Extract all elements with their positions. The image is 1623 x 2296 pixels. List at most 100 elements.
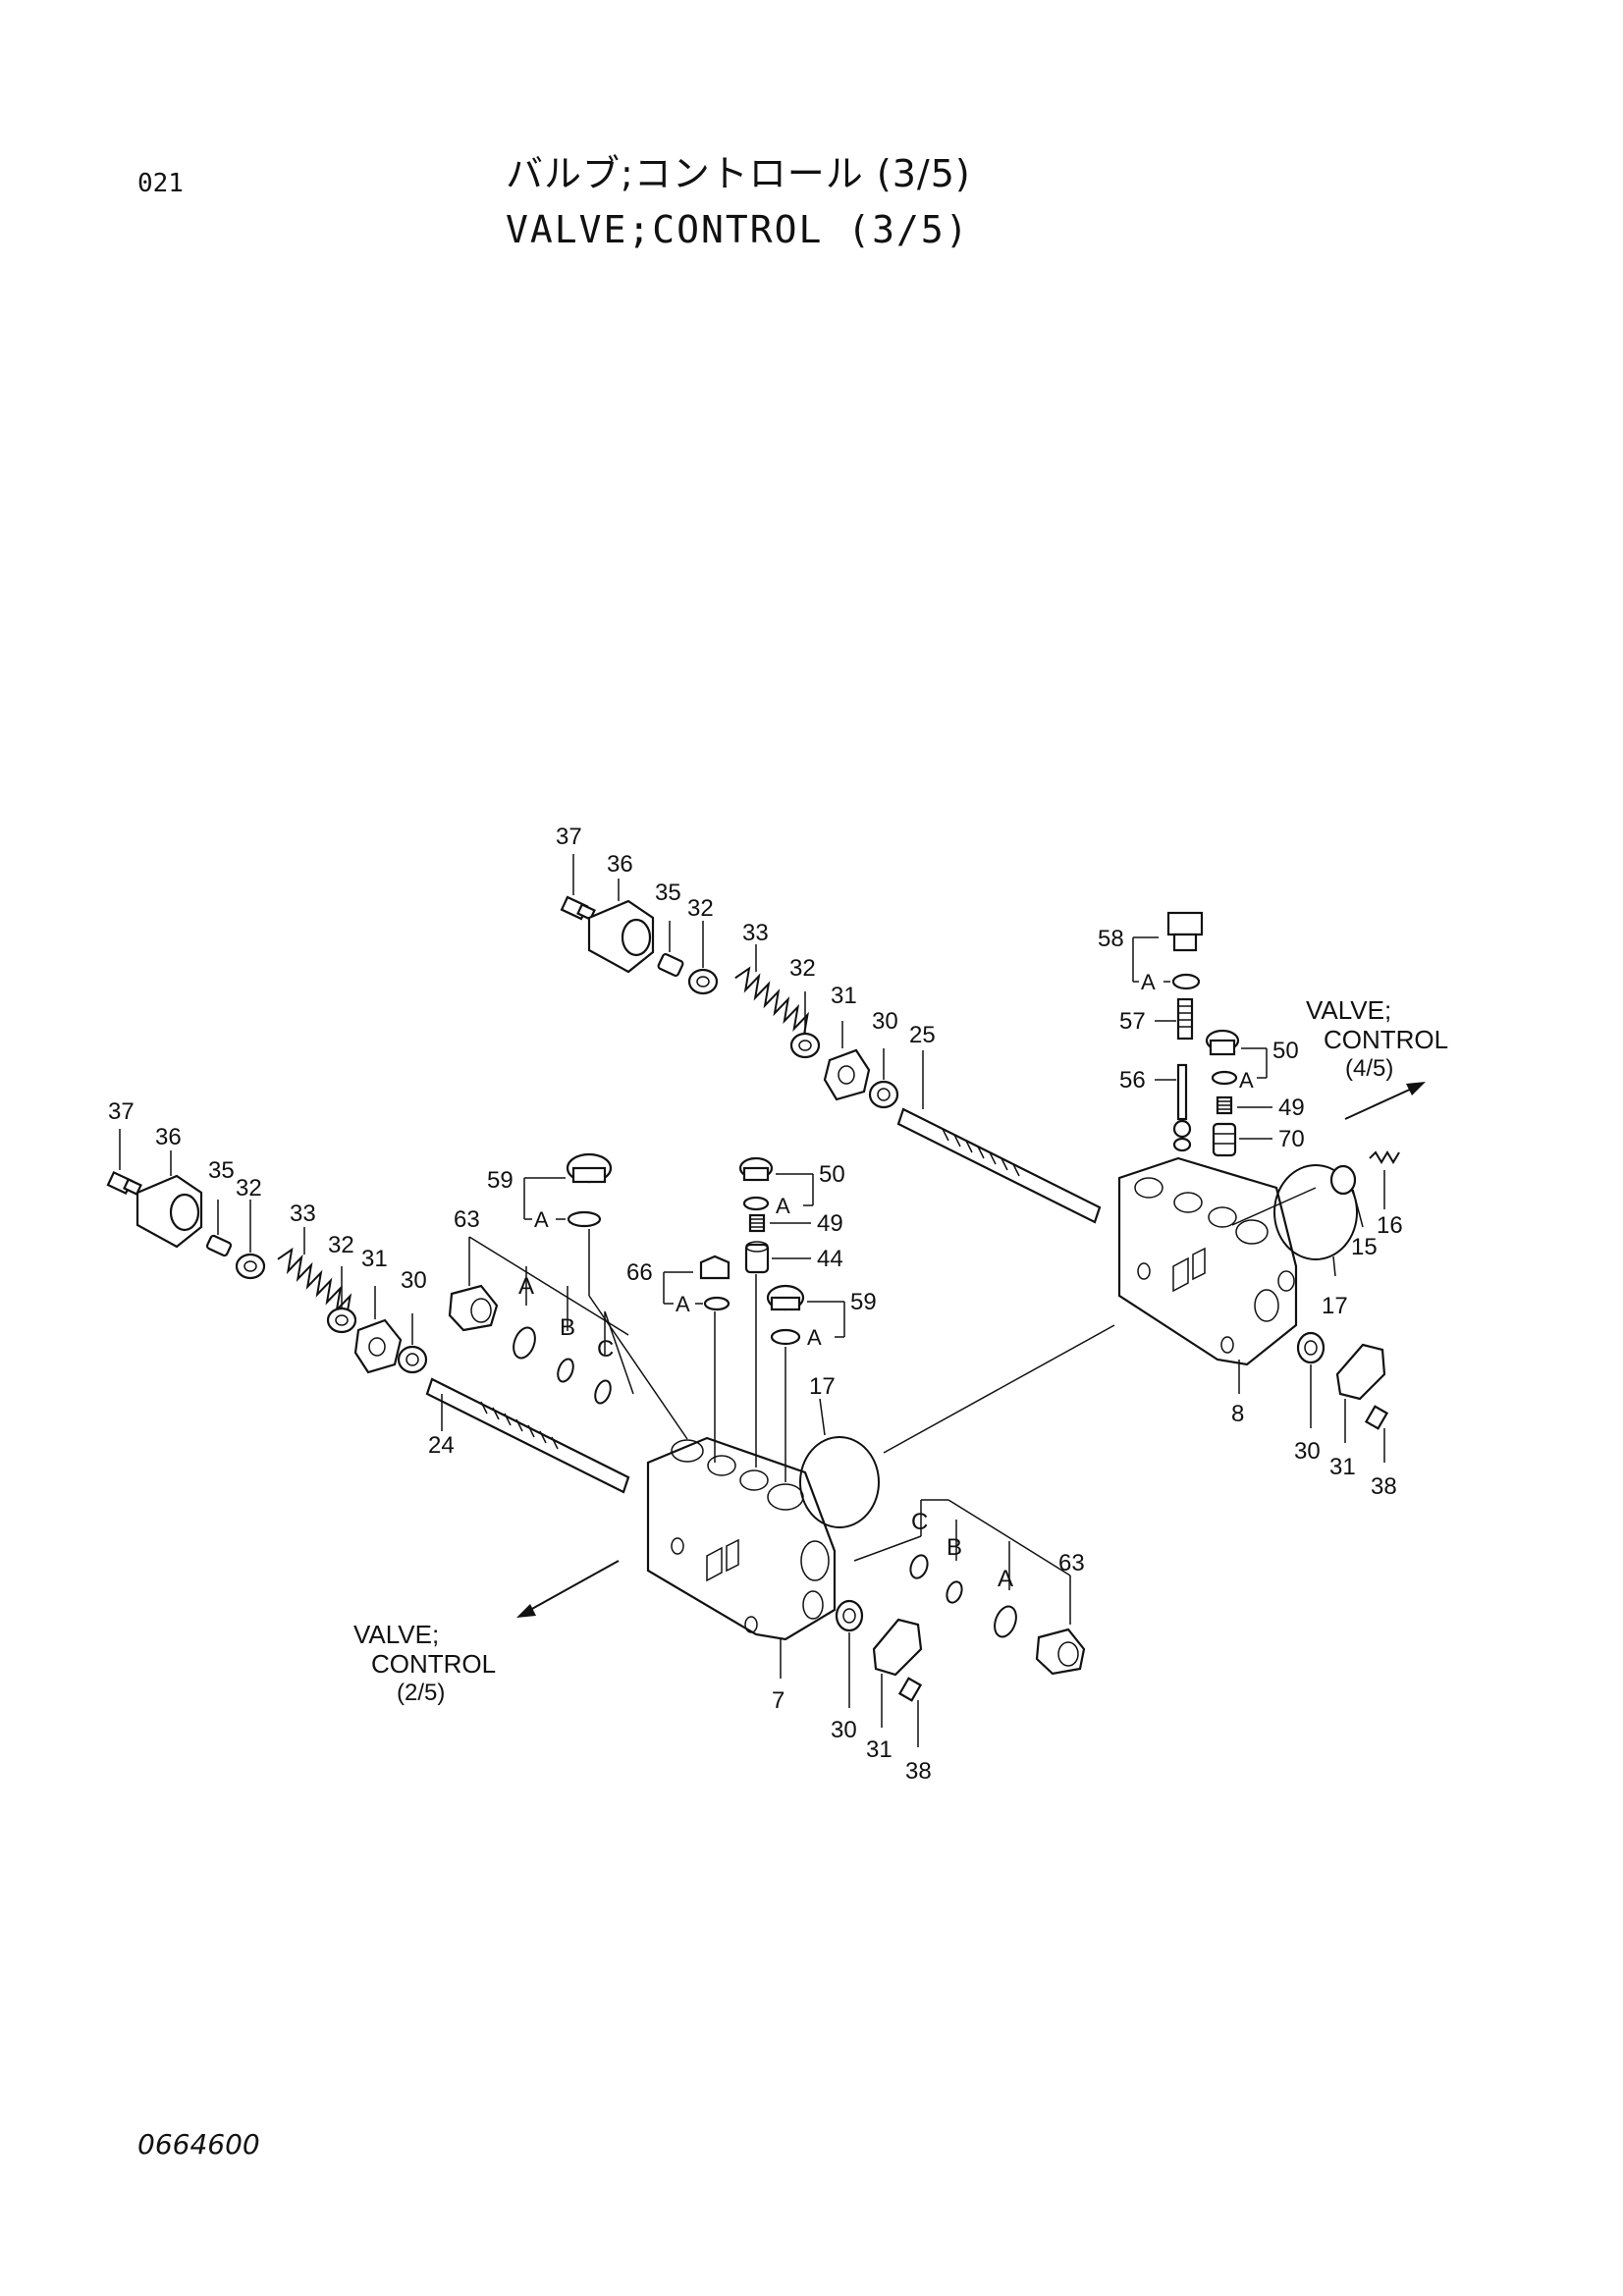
callout-25: 25 bbox=[909, 1022, 936, 1048]
lower-spool-assembly bbox=[106, 1129, 630, 1494]
callout-32-upper-a: 32 bbox=[687, 895, 714, 922]
poppet-56 bbox=[1155, 1063, 1192, 1152]
seal-label-a-50-left: A bbox=[776, 1194, 790, 1218]
seal-label-a-63-right: A bbox=[998, 1566, 1013, 1592]
plug-63-right bbox=[1035, 1575, 1086, 1676]
plug-63-left bbox=[448, 1236, 629, 1336]
plug-15 bbox=[1329, 1164, 1364, 1228]
callout-50-left: 50 bbox=[819, 1161, 845, 1188]
callout-56: 56 bbox=[1119, 1067, 1146, 1094]
callout-8: 8 bbox=[1231, 1401, 1244, 1427]
callout-33-upper: 33 bbox=[742, 920, 769, 946]
leader-63-right bbox=[947, 1499, 1071, 1576]
callout-35-lower: 35 bbox=[208, 1157, 235, 1184]
callout-33-lower: 33 bbox=[290, 1201, 316, 1227]
callout-38-center: 38 bbox=[905, 1758, 932, 1785]
spring-33-upper bbox=[734, 944, 809, 1037]
callout-32-lower-b: 32 bbox=[328, 1232, 354, 1258]
upper-spool-assembly bbox=[560, 854, 1102, 1224]
reference-right-line3: (4/5) bbox=[1345, 1055, 1393, 1082]
drawing-number: 0664600 bbox=[137, 2128, 260, 2161]
reference-arrow-left bbox=[516, 1560, 620, 1618]
page-title-japanese: バルブ;コントロール (3/5) bbox=[506, 152, 971, 195]
assembly-connector-line bbox=[883, 1324, 1115, 1454]
callout-17-right: 17 bbox=[1322, 1293, 1348, 1319]
callout-15: 15 bbox=[1351, 1234, 1378, 1260]
plug-50-right bbox=[1205, 1029, 1268, 1086]
seal-30-right bbox=[1296, 1331, 1325, 1428]
spring-seat-35-upper bbox=[657, 921, 684, 978]
adjust-screw-57 bbox=[1155, 997, 1194, 1041]
callout-7: 7 bbox=[772, 1687, 784, 1714]
callout-63-right: 63 bbox=[1058, 1550, 1085, 1576]
callout-36-lower: 36 bbox=[155, 1124, 182, 1150]
page-title-english: VALVE;CONTROL (3/5) bbox=[506, 208, 970, 251]
o-ring-a-right bbox=[994, 1605, 1017, 1638]
callout-30-upper: 30 bbox=[872, 1008, 898, 1035]
callout-32-upper-b: 32 bbox=[789, 955, 816, 982]
callout-50-right: 50 bbox=[1272, 1038, 1299, 1064]
callout-35-upper: 35 bbox=[655, 880, 681, 906]
valve-body-7 bbox=[646, 1436, 837, 1679]
spool-25 bbox=[896, 1050, 1102, 1224]
relief-valve-58 bbox=[1132, 911, 1204, 990]
callout-49-left: 49 bbox=[817, 1210, 843, 1237]
callout-31-right: 31 bbox=[1329, 1454, 1356, 1480]
callout-36-upper: 36 bbox=[607, 851, 633, 878]
plate-31-center bbox=[872, 1618, 923, 1728]
callout-38-right: 38 bbox=[1371, 1473, 1397, 1500]
seal-30-lower bbox=[397, 1313, 428, 1374]
seat-32-upper-a bbox=[687, 921, 719, 995]
callout-58: 58 bbox=[1098, 926, 1124, 952]
callout-31-upper: 31 bbox=[831, 983, 857, 1009]
seal-label-c-left: C bbox=[597, 1336, 614, 1362]
valve-body-8 bbox=[1117, 1156, 1298, 1394]
callout-30-lower: 30 bbox=[401, 1267, 427, 1294]
bolt-38-right bbox=[1364, 1405, 1389, 1463]
spring-33-lower bbox=[277, 1227, 352, 1318]
reference-left-line2: CONTROL bbox=[371, 1649, 496, 1679]
callout-57: 57 bbox=[1119, 1008, 1146, 1035]
seal-30-upper bbox=[868, 1048, 899, 1109]
seat-32-upper-b bbox=[789, 991, 821, 1059]
reference-right-line1: VALVE; bbox=[1306, 995, 1391, 1025]
o-ring-b-right bbox=[946, 1580, 963, 1604]
plate-31-upper bbox=[823, 1021, 871, 1101]
callout-37-upper: 37 bbox=[556, 824, 582, 850]
seal-label-a-58: A bbox=[1141, 970, 1156, 994]
spring-seat-35-lower bbox=[205, 1200, 233, 1257]
seal-label-a-50-right: A bbox=[1239, 1068, 1254, 1093]
plate-31-lower bbox=[353, 1286, 403, 1374]
reference-right-line2: CONTROL bbox=[1324, 1025, 1448, 1054]
callout-37-lower: 37 bbox=[108, 1098, 135, 1125]
callout-63-left: 63 bbox=[454, 1206, 480, 1233]
callout-30-center: 30 bbox=[831, 1717, 857, 1743]
callout-16: 16 bbox=[1377, 1212, 1403, 1239]
spool-24 bbox=[425, 1377, 630, 1494]
spring-16 bbox=[1369, 1150, 1400, 1209]
plate-31-right bbox=[1335, 1343, 1386, 1443]
o-ring-a-left bbox=[513, 1326, 536, 1360]
callout-31-center: 31 bbox=[866, 1736, 893, 1763]
reference-left-line1: VALVE; bbox=[353, 1620, 439, 1649]
plug-59-left bbox=[523, 1152, 688, 1440]
plug-66 bbox=[663, 1255, 730, 1463]
seal-label-a-63-left: A bbox=[518, 1273, 534, 1300]
seal-label-b-right: B bbox=[947, 1534, 962, 1561]
cover-36-lower bbox=[135, 1150, 203, 1249]
o-ring-c-right bbox=[909, 1554, 929, 1579]
callout-30-right: 30 bbox=[1294, 1438, 1321, 1465]
callout-32-lower-a: 32 bbox=[236, 1175, 262, 1201]
callout-44: 44 bbox=[817, 1246, 843, 1272]
callout-70: 70 bbox=[1278, 1126, 1305, 1152]
seat-32-lower-a bbox=[235, 1200, 266, 1280]
reference-arrow-right bbox=[1344, 1082, 1426, 1120]
callout-66: 66 bbox=[626, 1259, 653, 1286]
page-code: 021 bbox=[137, 169, 184, 198]
callout-31-lower: 31 bbox=[361, 1246, 388, 1272]
callout-17-left: 17 bbox=[809, 1373, 836, 1400]
bolt-37-lower bbox=[106, 1129, 142, 1196]
sleeve-70 bbox=[1212, 1122, 1272, 1157]
